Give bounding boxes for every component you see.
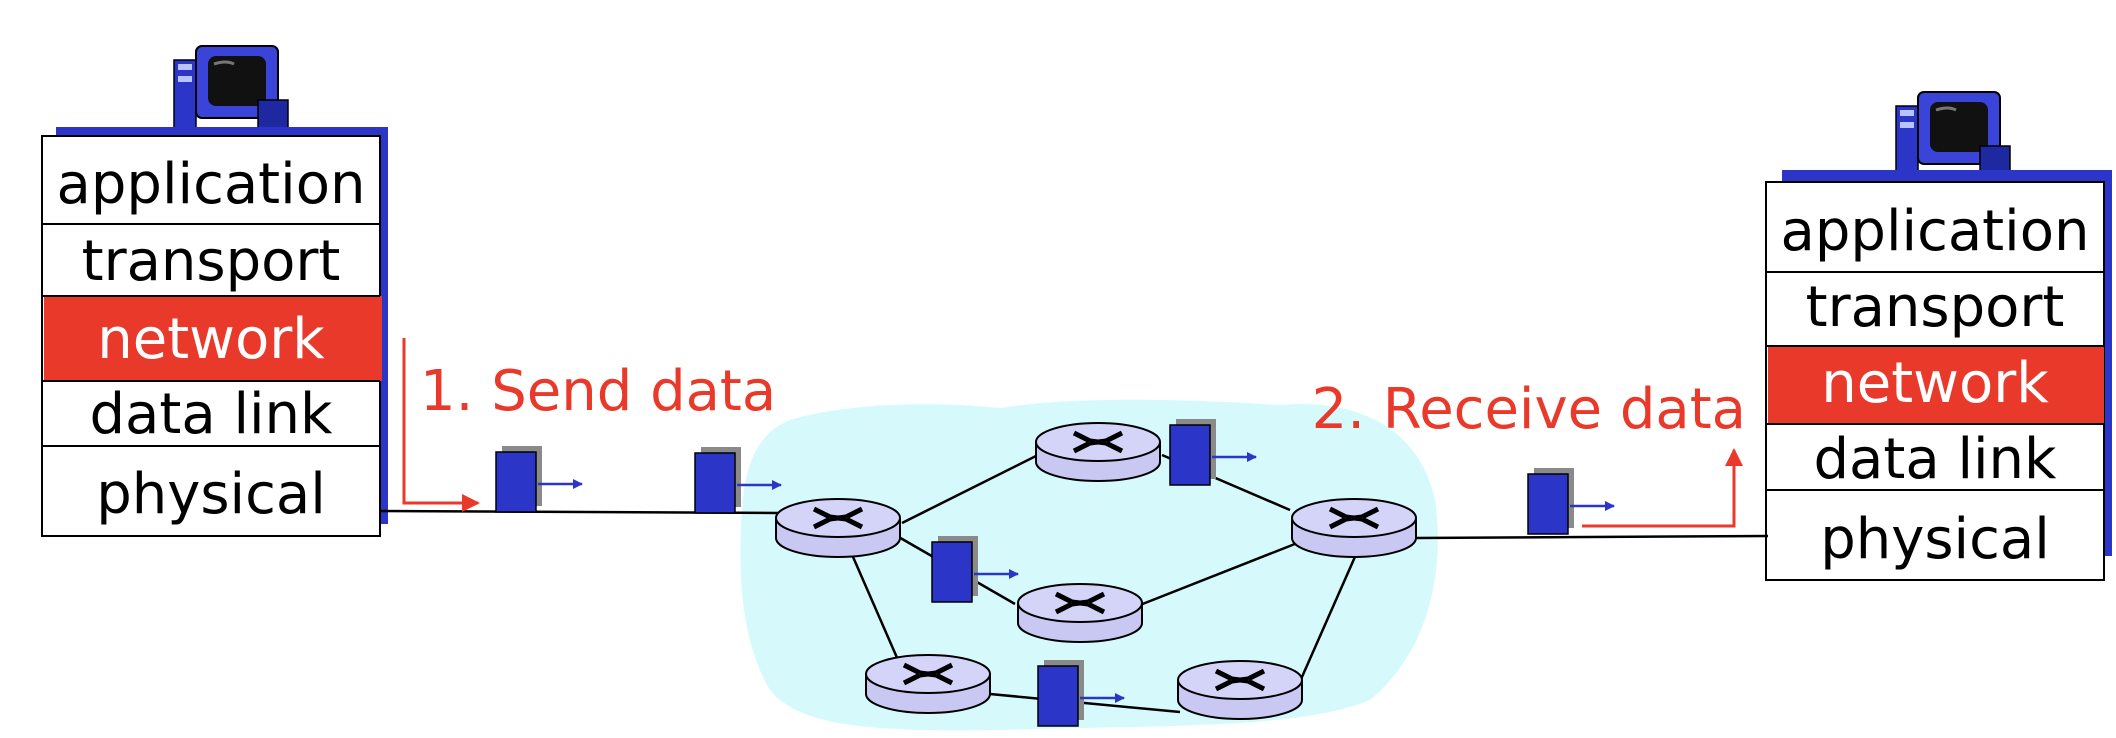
router-icon <box>1036 423 1160 481</box>
router-icon <box>866 655 990 713</box>
receive-arrow <box>1582 448 1743 528</box>
left-layer-transport: transport <box>82 229 341 294</box>
send-arrow <box>402 338 480 512</box>
packet-icon <box>1528 468 1614 534</box>
right-host: application transport network data link … <box>1765 90 2112 581</box>
right-layer-physical: physical <box>1820 507 2050 572</box>
left-layer-data-link: data link <box>90 382 334 447</box>
router-icon <box>1292 499 1416 557</box>
left-network-band <box>44 296 382 381</box>
packet-icon <box>496 446 582 512</box>
right-layer-application: application <box>1781 199 2090 264</box>
router-icon <box>776 499 900 557</box>
left-layer-network: network <box>97 307 325 372</box>
right-layer-transport: transport <box>1806 275 2065 340</box>
right-network-band <box>1768 346 2104 424</box>
left-layer-physical: physical <box>96 462 326 527</box>
router-icon <box>1178 661 1302 719</box>
left-host: application transport network data link … <box>41 44 388 537</box>
right-layer-data-link: data link <box>1814 427 2058 492</box>
network-cloud <box>740 399 1438 731</box>
network-links <box>379 452 1769 714</box>
send-data-label: 1. Send data <box>420 359 776 424</box>
left-layer-application: application <box>57 152 366 217</box>
right-layer-network: network <box>1821 351 2049 416</box>
router-icon <box>1018 584 1142 642</box>
receive-data-label: 2. Receive data <box>1312 377 1746 442</box>
